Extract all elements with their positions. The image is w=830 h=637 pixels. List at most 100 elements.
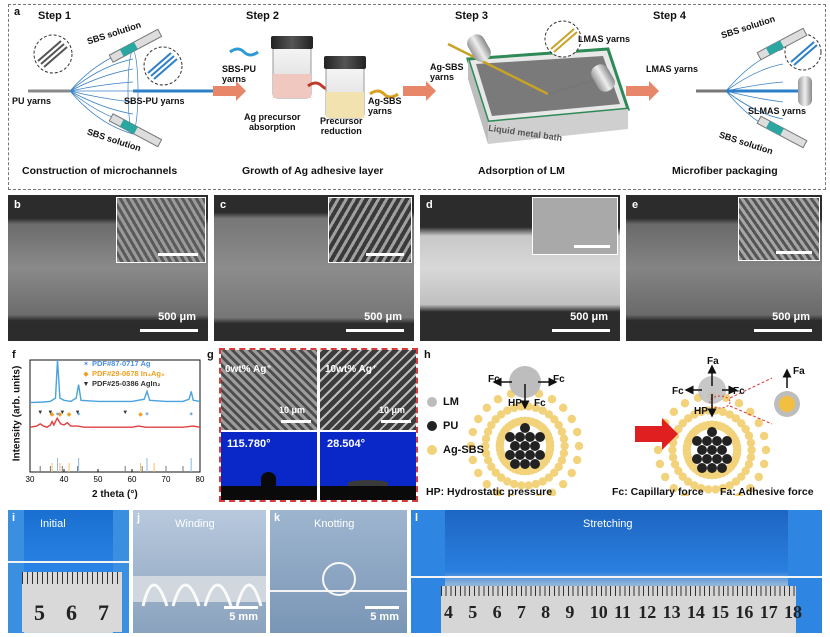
panel-f-label: f	[12, 349, 16, 361]
photo-j-title: Winding	[175, 518, 215, 530]
ag-sbs-fiber	[481, 449, 491, 458]
step-3-title: Step 3	[455, 10, 489, 22]
sem-b-scalebar	[140, 329, 198, 332]
ag-sbs-fiber	[538, 477, 547, 486]
g-right-scalebar	[381, 420, 411, 423]
photo-k: Knotting k 5 mm	[270, 510, 407, 633]
s4-slmas: SLMAS yarns	[748, 106, 807, 116]
pu-fiber	[702, 436, 712, 446]
xrd-xtick-label: 60	[128, 475, 137, 484]
ag-sbs-fiber	[737, 472, 746, 481]
step-4-title: Step 4	[653, 10, 687, 22]
ag-sbs-fiber	[718, 407, 728, 417]
ag-sbs-fiber	[517, 481, 526, 490]
panel-h-schematic	[427, 364, 800, 496]
ruler-i-5: 5	[34, 600, 45, 625]
process-arrow-3	[626, 81, 659, 101]
ag-sbs-fiber	[734, 399, 744, 408]
ag-sbs-fiber	[745, 407, 755, 417]
ag-sbs-fiber	[567, 414, 576, 424]
pu-fiber	[535, 432, 545, 442]
step-1-caption: Construction of microchannels	[22, 165, 178, 177]
ag-sbs-fiber	[732, 442, 742, 451]
pu-fiber	[722, 454, 732, 464]
xrd-legend-text: PDF#25-0386 AgIn₂	[92, 379, 161, 388]
ag-sbs-fiber	[496, 410, 506, 419]
sem-b-label: b	[14, 199, 21, 211]
pu-fiber	[530, 459, 540, 469]
sem-panel-b: b 500 μm	[8, 195, 208, 341]
xrd-xtick-label: 40	[60, 475, 69, 484]
ag-sbs-fiber	[531, 403, 541, 413]
ag-sbs-fiber	[678, 419, 687, 428]
g-right-scale: 10 μm	[379, 405, 406, 415]
h-fc-right-2: Fc	[733, 386, 745, 397]
ag-sbs-fiber	[481, 441, 490, 451]
photo-k-knot	[322, 562, 356, 596]
ag-sbs-fiber	[674, 466, 683, 476]
legend-pu-dot	[427, 421, 437, 431]
ag-sbs-fiber	[746, 453, 756, 462]
ag-sbs-fiber	[731, 414, 741, 423]
ag-sbs-fiber	[487, 462, 496, 472]
panel-a-label: a	[14, 6, 21, 18]
ag-sbs-fiber	[544, 410, 554, 419]
ag-sbs-fiber	[558, 403, 568, 413]
xrd-marker-ag: ✶	[189, 411, 194, 418]
ruler-l-number: 7	[516, 602, 526, 622]
pu-fiber	[717, 445, 727, 455]
h-fc-left-1: Fc	[488, 374, 500, 385]
pu-fiber	[712, 454, 722, 464]
lm-droplet-left	[509, 366, 541, 398]
pu-fiber	[535, 450, 545, 460]
h-hp-left: HP	[508, 398, 522, 409]
xrd-series-0	[29, 359, 201, 404]
liquid-metal-bath	[465, 47, 631, 144]
sem-d-scale-text: 500 μm	[570, 311, 608, 323]
ag-sbs-fiber	[746, 438, 756, 447]
legend-lm-dot	[427, 397, 437, 407]
ruler-l-number: 18	[784, 602, 802, 622]
ruler-l-number: 4	[444, 602, 453, 622]
sem-e-scalebar	[754, 329, 812, 332]
xrd-marker-ag: ✶	[76, 411, 81, 418]
process-arrow-2	[403, 81, 436, 101]
ag-sbs-fiber	[683, 414, 693, 423]
ag-sbs-fiber	[554, 462, 563, 472]
pu-fiber	[525, 432, 535, 442]
ag-sbs-fiber	[559, 434, 569, 443]
photo-i-ruler	[22, 572, 122, 632]
ag-sbs-fiber	[725, 481, 734, 490]
ruler-i-6: 6	[66, 600, 77, 625]
step-1-title: Step 1	[38, 10, 72, 22]
red-dashed-zoom	[709, 395, 731, 409]
ag-sbs-fiber	[674, 424, 683, 434]
s1-pu-yarns: PU yarns	[12, 96, 52, 106]
step-4-caption: Microfiber packaging	[672, 165, 778, 177]
xrd-xtick-label: 50	[94, 475, 103, 484]
ag-sbs-fiber	[744, 460, 754, 469]
ag-sbs-fiber	[737, 419, 746, 428]
ag-sbs-fiber	[683, 477, 693, 486]
panel-g-label: g	[207, 349, 214, 361]
ag-sbs-fiber	[653, 445, 663, 455]
photo-j-scale: 5 mm	[229, 611, 258, 623]
sem-e-inset-scalebar	[776, 251, 812, 254]
ag-sbs-fiber	[491, 468, 500, 477]
h-footer-fc: Fc: Capillary force	[612, 486, 704, 498]
fiber-bundle-right	[653, 391, 771, 496]
ag-sbs-fiber	[481, 434, 491, 443]
g-left-scale: 10 μm	[279, 405, 306, 415]
photo-l-label: l	[415, 512, 419, 524]
ag-sbs-fiber	[474, 414, 483, 424]
xrd-legend-marker: ✶	[83, 360, 89, 368]
xrd-xtick-label: 30	[26, 475, 35, 484]
ag-sbs-fiber	[535, 493, 543, 496]
ag-sbs-fiber	[680, 399, 690, 408]
photo-k-scalebar	[365, 606, 399, 609]
ag-sbs-fiber	[531, 479, 541, 489]
h-fa-zoom: Fa	[793, 366, 805, 377]
ruler-l-number: 9	[565, 602, 575, 622]
h-fa-right: Fa	[707, 356, 719, 367]
ruler-l-number: 8	[541, 602, 551, 622]
